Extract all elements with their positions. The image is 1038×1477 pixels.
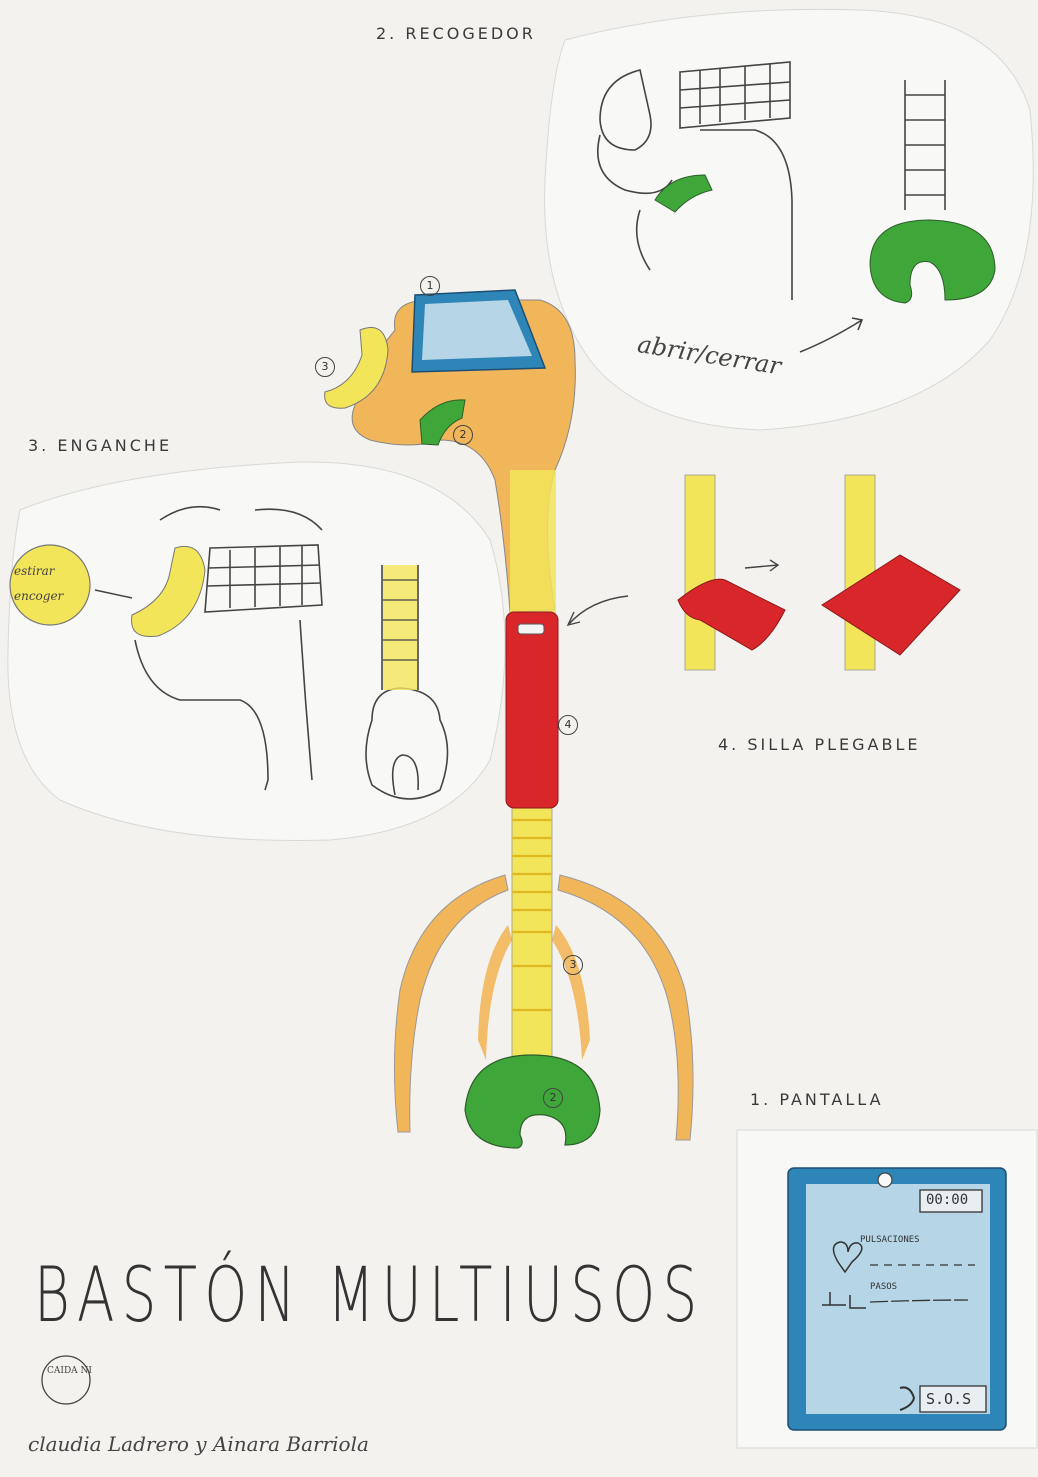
part-number-screen: 1: [420, 276, 440, 296]
screen-pulse-label: PULSACIONES: [860, 1235, 920, 1245]
silla-pole-right: [845, 475, 875, 670]
section-label-pantalla: 1. PANTALLA: [750, 1090, 884, 1109]
estirar-encoger-bubble: [10, 545, 90, 625]
stretch-annotation: estirar: [14, 564, 55, 578]
cane-shaft-upper: [510, 470, 556, 615]
page-title: BASTÓN MULTIUSOS: [34, 1250, 704, 1339]
part-number-seat: 4: [558, 715, 578, 735]
screen-sos: S.O.S: [926, 1390, 971, 1408]
screen-steps-label: PASOS: [870, 1282, 897, 1292]
silla-to-cane-arrow: [568, 596, 628, 625]
part-number-base: 2: [543, 1088, 563, 1108]
caida-logo-shape: [42, 1356, 90, 1404]
enganche-shaft-yellow: [383, 565, 417, 690]
part-number-shaft: 3: [563, 955, 583, 975]
part-number-hook: 3: [315, 357, 335, 377]
paper-cutout-enganche: [8, 462, 505, 841]
screen-time: 00:00: [926, 1192, 968, 1208]
inner-right-leg: [552, 925, 590, 1060]
silla-arrow: [745, 560, 778, 571]
section-label-silla: 4. SILLA PLEGABLE: [718, 735, 920, 754]
part-number-grabber: 2: [453, 425, 473, 445]
caida-logo-text: CAIDA NI: [47, 1366, 92, 1376]
authors: claudia Ladrero y Ainara Barriola: [28, 1432, 369, 1456]
seat-latch: [518, 624, 544, 634]
paper-cutout-recogedor: [545, 9, 1034, 430]
silla-pole-left: [685, 475, 715, 670]
inner-left-leg: [478, 925, 512, 1060]
pantalla-screen: [806, 1184, 990, 1414]
silla-seat-open: [822, 555, 960, 655]
shrink-annotation: encoger: [14, 589, 63, 603]
pantalla-camera-icon: [878, 1173, 892, 1187]
section-label-enganche: 3. ENGANCHE: [28, 436, 172, 455]
folding-seat: [506, 612, 558, 808]
section-label-recogedor: 2. RECOGEDOR: [376, 24, 536, 43]
cane-base: [465, 1055, 600, 1148]
